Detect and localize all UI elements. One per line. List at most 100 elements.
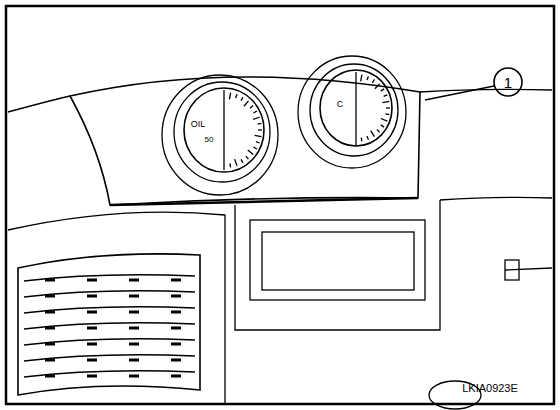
callout-circle [494, 68, 522, 96]
slat [24, 355, 195, 361]
pod-lower-edge [110, 198, 418, 205]
tick [381, 118, 387, 121]
gauge-face [184, 88, 264, 172]
slat-tab [171, 295, 181, 298]
slat-tab [87, 359, 97, 362]
tick [236, 94, 237, 98]
slat-tab [171, 311, 181, 314]
gauge-label: OIL [191, 120, 206, 129]
tick [256, 142, 260, 143]
slat-tab [171, 359, 181, 362]
slat [24, 307, 195, 313]
tick [246, 156, 249, 159]
leader-line [425, 86, 494, 100]
slat-tab [45, 295, 55, 298]
dash-panel [8, 212, 225, 404]
gauge-needle [355, 72, 356, 146]
slat-tab [87, 279, 97, 282]
slat-tab [171, 375, 181, 378]
slat [24, 339, 195, 345]
slat-tab [129, 311, 139, 314]
tick [257, 123, 261, 125]
tick [385, 113, 389, 115]
air-vent [18, 254, 200, 395]
tick [381, 89, 384, 91]
tick [361, 138, 363, 142]
slat [24, 291, 195, 297]
tick [248, 150, 253, 154]
gauge-needle [223, 90, 224, 170]
slat-tab [171, 343, 181, 346]
slat-tab [129, 279, 139, 282]
gauge-ticks [361, 75, 390, 142]
slat-tab [129, 327, 139, 330]
tick [253, 147, 256, 149]
slat [24, 371, 195, 377]
dash-trim [505, 268, 552, 270]
tick [386, 107, 390, 108]
slat-tab [87, 375, 97, 378]
cluster-lid [235, 200, 440, 330]
tick [384, 95, 388, 97]
tick [367, 76, 368, 80]
dash-edge [8, 96, 70, 112]
gauge-bezel [174, 82, 270, 182]
tick [250, 106, 253, 109]
slat-tab [129, 359, 139, 362]
vent-slats [24, 275, 195, 377]
slat-tab [129, 295, 139, 298]
slat-tab [45, 279, 55, 282]
tick [235, 159, 237, 166]
slat-tab [129, 375, 139, 378]
tick [361, 75, 362, 82]
slat-tab [87, 327, 97, 330]
tick [253, 117, 260, 119]
tick [381, 125, 384, 127]
slat [24, 323, 195, 329]
callout-number: 1 [504, 75, 512, 90]
dash-trim [440, 197, 552, 200]
figure-code: LKIA0923E [462, 383, 518, 394]
slat-tab [171, 279, 181, 282]
slat-tab [45, 375, 55, 378]
tick [253, 111, 256, 113]
slat-tab [45, 311, 55, 314]
slat-tab [87, 295, 97, 298]
tick [229, 93, 230, 100]
tick [375, 84, 380, 89]
tick [377, 129, 380, 132]
slat-tab [87, 311, 97, 314]
tick [382, 101, 389, 102]
dash-edge [420, 89, 552, 92]
gauge-bezel [298, 56, 406, 168]
tick [371, 131, 375, 137]
slat-tab [129, 343, 139, 346]
gauge-bezel [310, 64, 398, 156]
tick [244, 101, 248, 106]
slat [24, 275, 195, 281]
gauge-pod [70, 77, 420, 205]
gauge-bezel [162, 75, 278, 195]
audio-opening [262, 232, 414, 290]
figure-border [6, 6, 554, 404]
tick [241, 159, 243, 162]
slat-tab [45, 327, 55, 330]
tick [258, 129, 262, 130]
slat-tab [45, 343, 55, 346]
slat-tab [45, 359, 55, 362]
slat-tab [171, 327, 181, 330]
tick [241, 97, 243, 100]
gauge-ticks [229, 93, 262, 168]
slat-tab [87, 343, 97, 346]
gauge-scale-number: 50 [205, 136, 214, 144]
audio-opening [250, 220, 425, 300]
gauge-label: C [337, 100, 344, 109]
tick [255, 135, 262, 136]
tick [367, 136, 368, 140]
switch [505, 260, 519, 280]
tick [372, 79, 374, 82]
tick [229, 163, 231, 167]
gauge-face [320, 70, 392, 146]
